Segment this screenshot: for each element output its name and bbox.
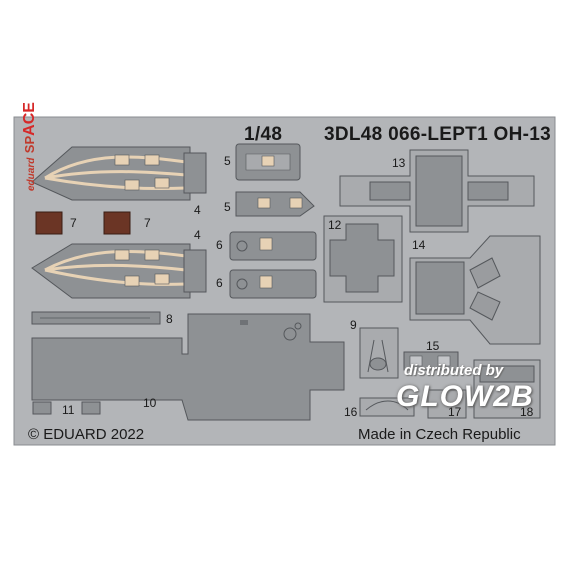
- part-17: [427, 389, 467, 419]
- scale-label: 1/48: [244, 124, 283, 145]
- origin-label: Made in Czech Republic: [358, 426, 521, 443]
- part-12: [323, 215, 403, 303]
- part-number-9: 9: [350, 318, 357, 332]
- part-number-12: 12: [328, 218, 342, 232]
- part-11: [32, 401, 101, 415]
- part-13: [339, 149, 535, 233]
- product-code-label: 3DL48 066-LEPT1 OH-13: [324, 124, 551, 145]
- part-4-belts-bottom: [31, 243, 207, 299]
- watermark-line-2: GLOW2B: [396, 380, 534, 413]
- part-14: [409, 235, 541, 345]
- part-number-17: 17: [448, 405, 462, 419]
- part-number-11: 11: [62, 403, 75, 417]
- part-7-pad-right: [103, 211, 131, 235]
- brand-sp-text: SP: [22, 135, 37, 154]
- part-5-top: [235, 143, 301, 181]
- part-9: [359, 327, 399, 379]
- part-number-18: 18: [520, 405, 534, 419]
- part-number-10: 10: [143, 396, 157, 410]
- part-number-15: 15: [426, 339, 440, 353]
- part-number-4-top: 4: [194, 203, 201, 217]
- part-number-6-top: 6: [216, 238, 223, 252]
- part-6-top: [229, 231, 317, 261]
- brand-ace-text: ACE: [21, 102, 38, 136]
- part-number-14: 14: [412, 238, 426, 252]
- copyright-label: © EDUARD 2022: [28, 426, 145, 443]
- part-number-5-top: 5: [224, 154, 231, 168]
- part-10-panel: [31, 313, 345, 421]
- part-number-4-bottom: 4: [194, 228, 201, 242]
- part-7-pad-left: [35, 211, 63, 235]
- eduard-space-logo: eduard SPACE: [21, 102, 43, 191]
- part-4-belts-top: [31, 146, 207, 201]
- part-18: [473, 359, 541, 419]
- part-number-8: 8: [166, 312, 173, 326]
- part-5-bottom: [235, 191, 315, 217]
- part-number-5-bottom: 5: [224, 200, 231, 214]
- part-16: [359, 397, 415, 417]
- part-number-16: 16: [344, 405, 358, 419]
- part-15: [403, 351, 459, 371]
- brand-eduard-text: eduard: [26, 157, 37, 191]
- part-6-bottom: [229, 269, 317, 299]
- part-number-7-left: 7: [70, 216, 77, 230]
- part-number-7-right: 7: [144, 216, 151, 230]
- part-number-13: 13: [392, 156, 406, 170]
- watermark-line-1: distributed by: [404, 362, 504, 379]
- part-number-6-bottom: 6: [216, 276, 223, 290]
- distributor-watermark: distributed by GLOW2B: [390, 362, 560, 422]
